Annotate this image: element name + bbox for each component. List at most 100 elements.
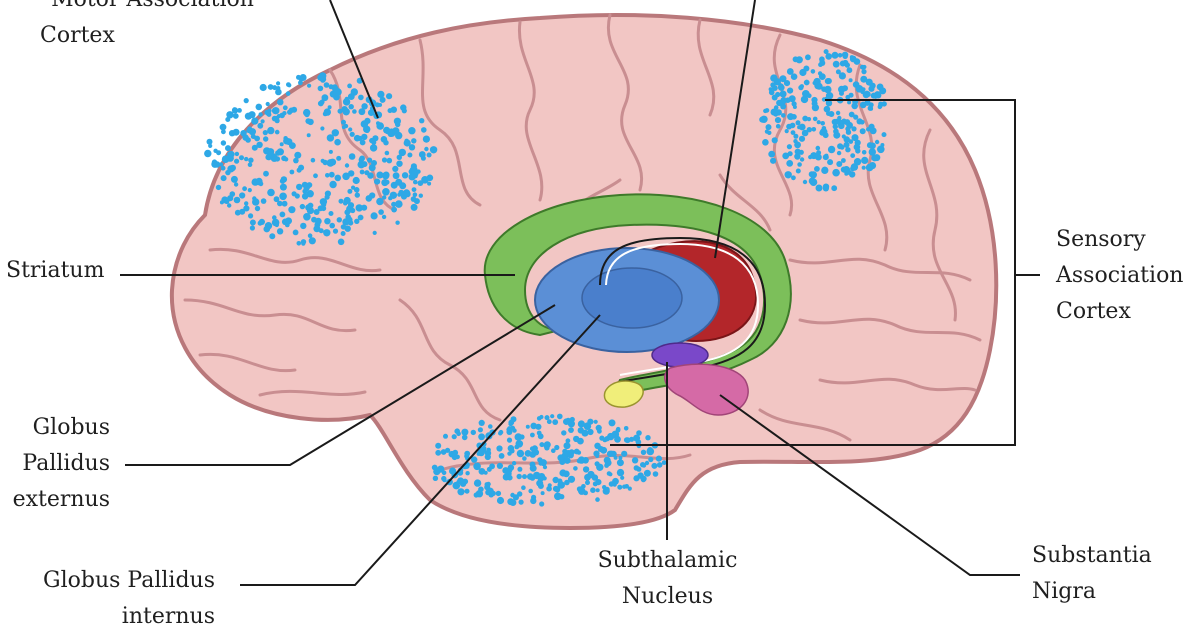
cortex-dot [440,449,447,455]
cortex-dot [610,450,617,457]
cortex-dot [251,144,258,151]
cortex-dot [562,470,570,478]
cortex-dot [352,176,360,185]
cortex-dot [344,96,349,101]
cortex-dot [219,123,227,131]
cortex-dot [348,104,354,110]
cortex-dot [329,180,337,189]
cortex-dot [359,169,365,175]
cortex-dot [287,109,293,115]
cortex-dot [429,146,438,154]
cortex-dot [464,450,471,457]
cortex-dot [536,474,541,480]
cortex-dot [853,158,862,166]
gyri-lines [183,13,982,472]
cortex-dot [255,103,263,111]
cortex-dot [801,129,809,137]
cortex-dot [242,134,249,141]
cortex-dot [848,139,854,144]
cortex-dot [617,484,623,490]
cortex-dot [848,78,853,83]
cortex-dot [765,124,772,131]
cortex-dot [864,91,871,98]
cortex-dot [267,188,275,197]
cortex-dot [452,481,461,490]
cortex-dot [793,139,798,144]
cortex-dot [404,190,411,198]
cortex-dot [624,484,629,489]
cortex-dot [592,481,598,487]
cortex-dot [651,462,658,469]
cortex-dot [225,117,231,122]
cortex-dot [859,101,867,109]
cortex-dot [344,225,351,232]
cortex-dot [221,129,226,135]
cortex-dot [831,185,838,192]
cortex-dot [353,187,360,193]
cortex-dot [342,108,350,116]
cortex-dot [590,487,596,494]
cortex-dot [644,460,650,466]
cortex-dot [652,471,659,477]
cortex-dot [845,147,851,153]
cortex-dot [815,145,821,151]
cortex-dot [627,486,632,491]
striatum-label: Striatum [6,258,105,283]
cortex-dot [816,150,822,156]
cortex-dot [357,160,366,169]
cortex-dot [771,94,778,101]
cortex-dot [272,215,277,220]
cortex-dot [514,444,520,450]
cortex-dot [358,108,366,116]
cortex-dot [230,175,238,183]
cortex-dot [629,436,635,442]
cortex-dot [332,228,339,234]
cortex-dot [370,212,378,220]
cortex-dot [274,118,280,124]
cortex-dot [313,209,320,215]
cortex-dot [313,173,318,179]
cortex-dot [770,108,778,116]
cortex-dot [791,175,796,181]
cortex-dot [535,423,542,430]
cortex-dot [443,433,448,439]
cortex-dot [320,205,327,212]
cortex-dot [426,152,432,158]
cortex-dot [502,473,510,481]
cortex-dot [595,497,600,502]
cortex-dot [803,79,810,86]
cortex-dot [594,461,600,467]
cortex-dot [631,457,639,464]
cortex-dot [516,449,525,458]
cortex-dot [323,229,331,237]
cortex-dot [302,188,308,194]
cortex-dot [484,453,491,461]
cortex-dot [340,231,346,236]
motor-association-label: Motor Association Cortex [40,0,265,54]
cortex-dot [647,447,653,453]
cortex-dot [392,165,399,172]
cortex-dot [565,438,571,444]
cortex-dot [331,129,339,137]
cortex-dot [587,428,594,436]
cortex-dot [559,459,566,465]
cortex-dot [381,179,389,187]
cortex-dot [279,211,286,218]
cortex-dot [517,491,523,497]
cortex-dot [587,418,594,425]
cortex-dot [344,209,351,216]
cortex-dot [881,101,887,107]
cortex-dot [412,192,418,197]
cortex-dot [367,157,373,163]
cortex-dot [254,205,261,212]
cortex-dot [593,450,600,457]
cortex-dot [486,487,494,495]
cortex-dot [307,233,313,238]
cortex-dot [784,129,789,134]
cortex-dot [369,137,375,144]
cortex-dot [640,475,647,482]
cortex-dot [260,198,267,204]
cortex-dot [400,104,407,111]
cortex-dot [360,120,369,128]
cortex-dot [595,424,602,431]
